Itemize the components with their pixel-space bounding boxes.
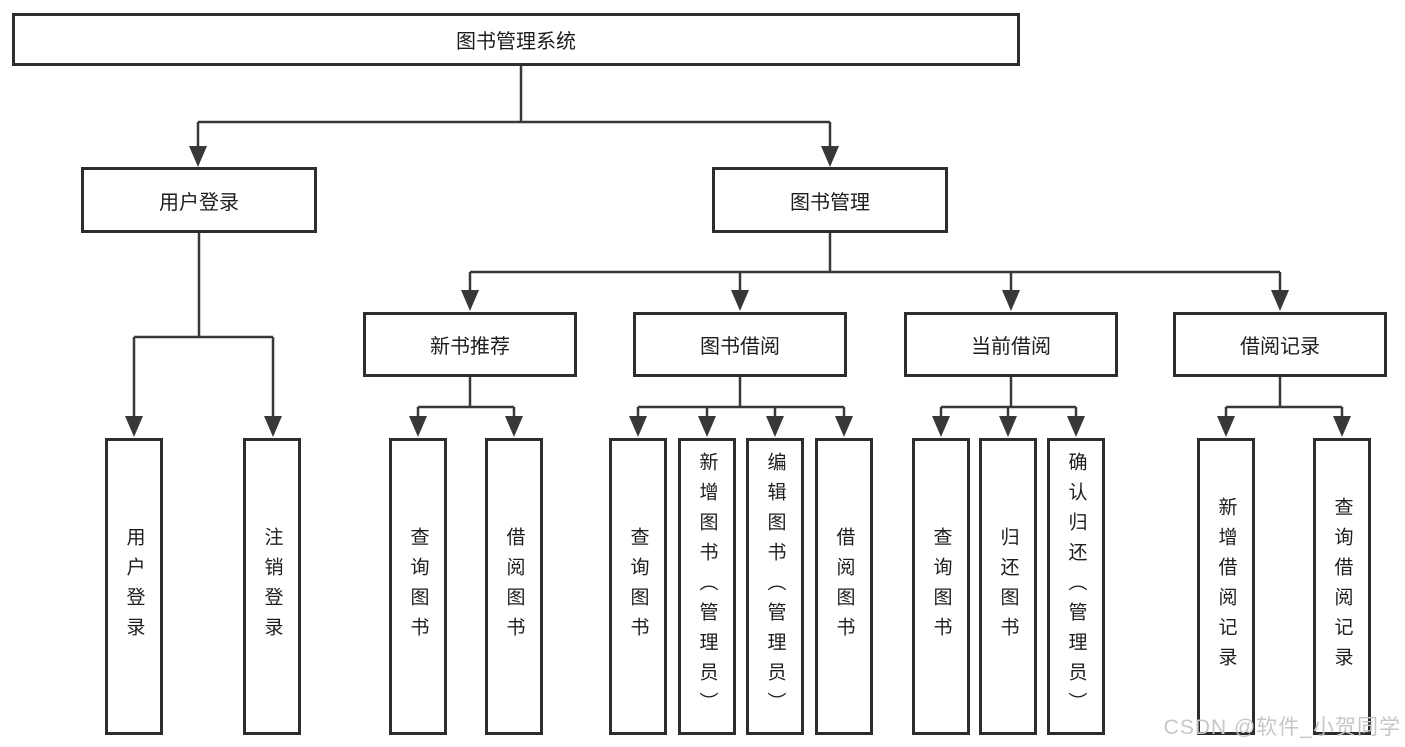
node-label: 查询借阅记录 (1331, 496, 1353, 677)
node-label: 新增借阅记录 (1215, 496, 1237, 677)
node-label: 新书推荐 (430, 336, 510, 358)
node-label: 图书管理系统 (456, 31, 576, 53)
leaf-query-books-borrow: 查询图书 (609, 438, 667, 735)
watermark: CSDN @软件_小贺同学 (1163, 716, 1401, 739)
node-label: 图书借阅 (700, 336, 780, 358)
node-borrow-records: 借阅记录 (1173, 312, 1387, 377)
node-label: 查询图书 (407, 526, 429, 647)
node-label: 借阅图书 (833, 526, 855, 647)
node-new-book-recommend: 新书推荐 (363, 312, 577, 377)
leaf-query-borrow-record: 查询借阅记录 (1313, 438, 1371, 735)
leaf-user-login: 用户登录 (105, 438, 163, 735)
node-label: 查询图书 (930, 526, 952, 647)
node-current-borrow: 当前借阅 (904, 312, 1118, 377)
node-label: 确认归还（管理员） (1065, 451, 1087, 722)
node-label: 当前借阅 (971, 336, 1051, 358)
node-label: 归还图书 (997, 526, 1019, 647)
node-book-borrow: 图书借阅 (633, 312, 847, 377)
node-book-management: 图书管理 (712, 167, 948, 233)
node-label: 查询图书 (627, 526, 649, 647)
node-user-login: 用户登录 (81, 167, 317, 233)
node-library-system: 图书管理系统 (12, 13, 1020, 66)
leaf-borrow-books-recommend: 借阅图书 (485, 438, 543, 735)
leaf-logout: 注销登录 (243, 438, 301, 735)
leaf-edit-book-admin: 编辑图书（管理员） (746, 438, 804, 735)
leaf-query-books-recommend: 查询图书 (389, 438, 447, 735)
leaf-confirm-return-admin: 确认归还（管理员） (1047, 438, 1105, 735)
node-label: 借阅图书 (503, 526, 525, 647)
node-label: 用户登录 (159, 191, 239, 214)
node-label: 编辑图书（管理员） (764, 451, 786, 722)
connector-arrowheads (125, 146, 1351, 437)
node-label: 借阅记录 (1240, 336, 1320, 358)
node-label: 注销登录 (261, 526, 283, 647)
node-label: 用户登录 (123, 526, 145, 647)
leaf-return-book: 归还图书 (979, 438, 1037, 735)
leaf-query-books-current: 查询图书 (912, 438, 970, 735)
leaf-add-book-admin: 新增图书（管理员） (678, 438, 736, 735)
node-label: 新增图书（管理员） (696, 451, 718, 722)
leaf-borrow-books: 借阅图书 (815, 438, 873, 735)
leaf-add-borrow-record: 新增借阅记录 (1197, 438, 1255, 735)
node-label: 图书管理 (790, 191, 870, 214)
